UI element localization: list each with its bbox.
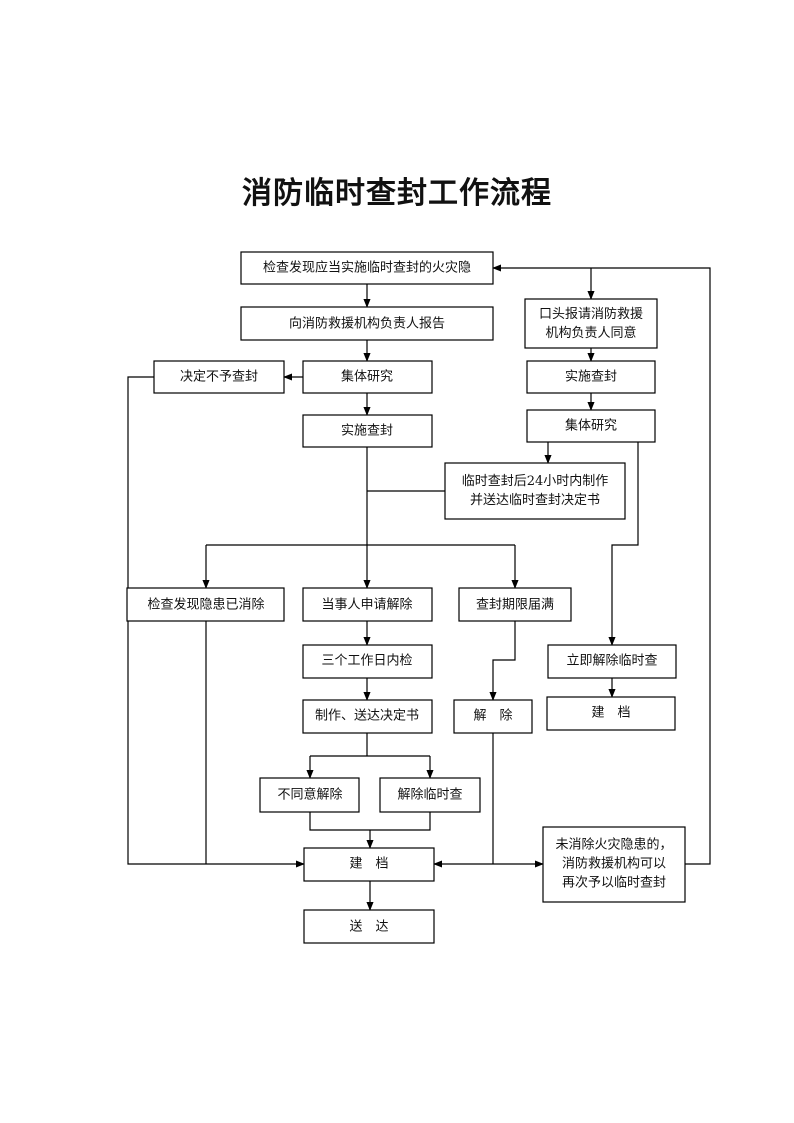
node-hazard-cleared: 检查发现隐患已消除: [126, 587, 285, 622]
edge-study-to-lift: [608, 442, 639, 646]
edges: [127, 264, 711, 911]
node-label: 机构负责人同意: [545, 325, 636, 341]
node-label: 实施查封: [565, 370, 617, 385]
node-label: 临时查封后24小时内制作: [462, 473, 609, 489]
node-party-applies-lift: 当事人申请解除: [302, 587, 433, 622]
node-label: 解除临时查: [397, 788, 462, 803]
node-label: 消防救援机构可以: [562, 856, 666, 872]
node-collective-study-right: 集体研究: [526, 409, 656, 443]
edge-split: [310, 733, 430, 757]
node-lift: 解 除: [453, 699, 533, 734]
edge-reseal-loop: [492, 264, 711, 865]
node-disagree-lift: 不同意解除: [259, 777, 360, 813]
node-label: 查封期限届满: [476, 598, 554, 613]
node-decide-not-seal: 决定不予查封: [153, 360, 285, 394]
node-term-expired: 查封期限届满: [458, 587, 572, 622]
node-lift-immediately: 立即解除临时查: [547, 644, 677, 679]
node-label: 三个工作日内检: [321, 653, 412, 669]
node-implement-seal: 实施查封: [302, 414, 433, 448]
node-label: 并送达临时查封决定书: [470, 493, 600, 508]
node-collective-study: 集体研究: [302, 360, 433, 394]
node-label: 建 档: [591, 706, 630, 721]
node-label: 集体研究: [341, 369, 393, 385]
node-label: 集体研究: [565, 418, 617, 434]
node-archive-right: 建 档: [546, 696, 676, 731]
node-discover-hazard: 检查发现应当实施临时查封的火灾隐: [240, 251, 494, 285]
node-label: 向消防救援机构负责人报告: [289, 316, 445, 332]
node-label: 未消除火灾隐患的，: [555, 837, 672, 853]
node-label: 立即解除临时查: [566, 654, 657, 669]
node-label: 建 档: [349, 857, 388, 872]
node-label: 送 达: [349, 920, 388, 935]
node-label: 决定不予查封: [180, 370, 258, 385]
edge-merge: [309, 812, 431, 831]
node-deliver: 送 达: [303, 909, 435, 944]
node-label: 检查发现应当实施临时查封的火灾隐: [263, 260, 471, 276]
node-archive: 建 档: [303, 847, 435, 882]
node-label: 不同意解除: [277, 787, 342, 803]
node-label: 制作、送达决定书: [315, 709, 419, 724]
node-label: 当事人申请解除: [321, 598, 412, 613]
node-implement-seal-right: 实施查封: [526, 360, 656, 394]
node-make-deliver-decision: 制作、送达决定书: [302, 699, 433, 734]
node-label: 再次予以临时查封: [562, 875, 666, 891]
node-three-day-inspection: 三个工作日内检: [302, 644, 433, 679]
node-label: 口头报请消防救援: [539, 306, 643, 322]
node-lift-seal: 解除临时查: [379, 777, 481, 813]
node-label: 解 除: [473, 709, 512, 724]
node-label: 检查发现隐患已消除: [147, 597, 264, 613]
edge-expired-lift: [489, 621, 516, 701]
node-label: 实施查封: [341, 424, 393, 439]
node-report-head: 向消防救援机构负责人报告: [240, 306, 494, 341]
page-title: 消防临时查封工作流程: [242, 176, 552, 211]
